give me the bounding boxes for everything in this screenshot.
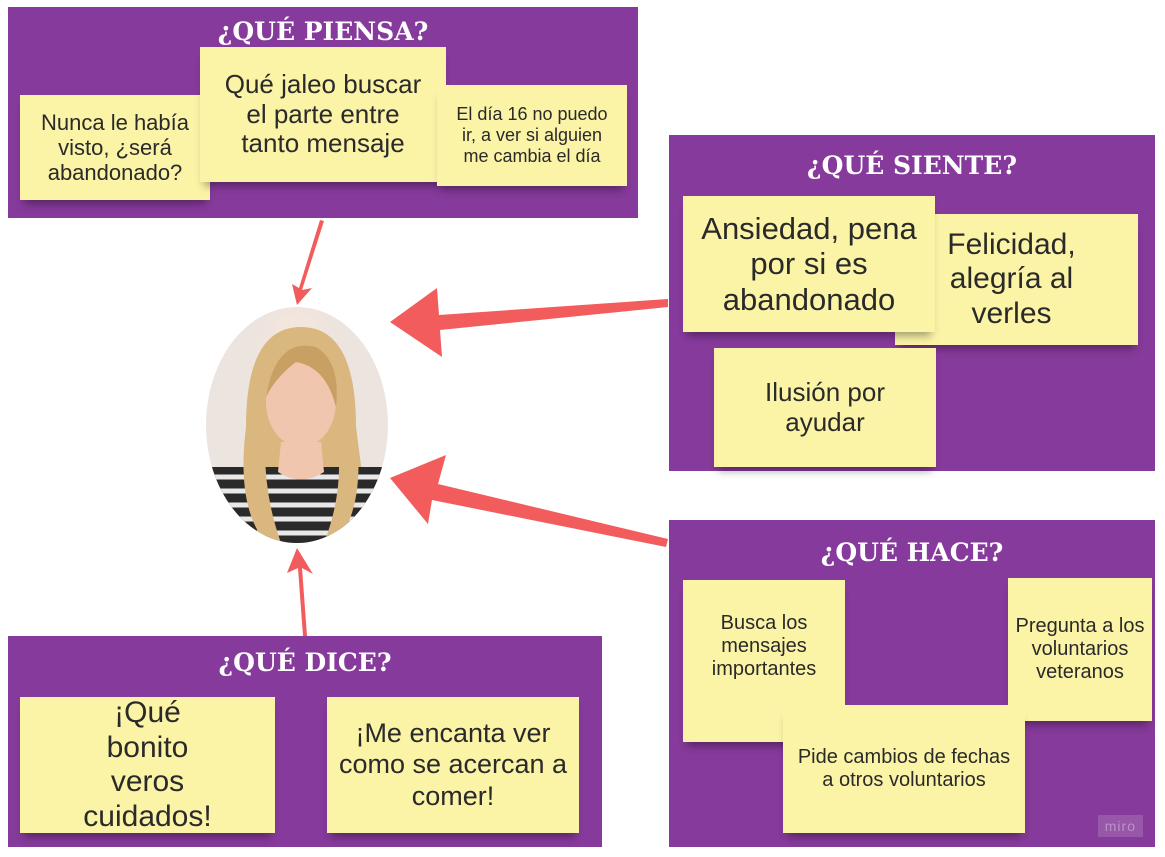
panel-title: ¿QUÉ SIENTE?: [807, 151, 1017, 180]
note-text: Pide cambios de fechas a otros voluntari…: [797, 746, 1011, 791]
arrow-from-siente: [390, 288, 668, 357]
panel-title: ¿QUÉ HACE?: [820, 538, 1004, 567]
note-text: Ansiedad, pena por si es abandonado: [701, 210, 917, 317]
woman-portrait-illustration: [206, 327, 388, 543]
note-text: Ilusión por ayudar: [765, 376, 885, 437]
arrow-from-hace: [390, 455, 668, 547]
sticky-note[interactable]: Nunca le había visto, ¿será abandonado?: [20, 95, 210, 200]
miro-watermark: miro: [1097, 815, 1143, 837]
sticky-note[interactable]: ¡Me encanta ver como se acercan a comer!: [327, 697, 579, 833]
note-text: ¡Qué bonito veros cuidados!: [83, 696, 212, 833]
note-text: Busca los mensajes importantes: [711, 611, 817, 680]
note-text: Nunca le había visto, ¿será abandonado?: [41, 109, 189, 186]
sticky-note[interactable]: ¡Qué bonito veros cuidados!: [20, 696, 275, 833]
sticky-note[interactable]: Qué jaleo buscar el parte entre tanto me…: [200, 47, 446, 182]
panel-title: ¿QUÉ DICE?: [218, 648, 392, 677]
persona-photo: [206, 307, 388, 543]
sticky-note[interactable]: El día 16 no puedo ir, a ver si alguien …: [437, 85, 627, 186]
note-text: El día 16 no puedo ir, a ver si alguien …: [456, 104, 608, 166]
note-text: ¡Me encanta ver como se acercan a comer!: [338, 718, 568, 811]
sticky-note[interactable]: Ansiedad, pena por si es abandonado: [683, 196, 935, 332]
sticky-note[interactable]: Ilusión por ayudar: [714, 348, 936, 467]
sticky-note[interactable]: Pide cambios de fechas a otros voluntari…: [783, 705, 1025, 833]
sticky-note[interactable]: Pregunta a los voluntarios veteranos: [1008, 578, 1152, 721]
note-text: Pregunta a los voluntarios veteranos: [1015, 615, 1145, 683]
note-text: Qué jaleo buscar el parte entre tanto me…: [224, 68, 422, 159]
panel-title: ¿QUÉ PIENSA?: [217, 17, 429, 46]
arrow-from-piensa: [292, 220, 324, 305]
sticky-note[interactable]: Felicidad, alegría al verles: [895, 214, 1138, 345]
sticky-note[interactable]: Busca los mensajes importantes: [683, 580, 845, 742]
arrow-from-dice: [287, 548, 313, 636]
note-text: Felicidad, alegría al verles: [947, 227, 1076, 330]
